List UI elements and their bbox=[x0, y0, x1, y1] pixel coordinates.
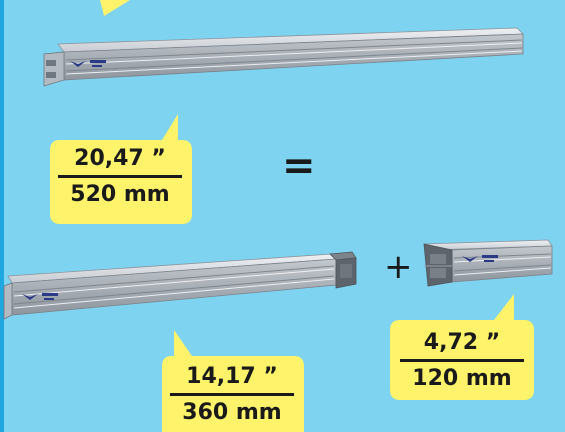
equals-sign: = bbox=[282, 143, 316, 189]
brand-logo-icon bbox=[22, 293, 58, 300]
total-inches: 20,47 ” bbox=[74, 146, 166, 171]
long-piece-mm: 360 mm bbox=[182, 400, 282, 425]
fraction-bar bbox=[58, 175, 182, 178]
callout-bubble bbox=[390, 294, 534, 400]
fraction-bar bbox=[170, 393, 294, 396]
callout-long-piece: 14,17 ” 360 mm bbox=[158, 326, 306, 432]
end-connector-icon bbox=[423, 243, 453, 287]
total-mm: 520 mm bbox=[70, 182, 170, 207]
callout-bubble bbox=[50, 114, 192, 224]
brand-logo-icon bbox=[70, 60, 106, 67]
callout-total-length: 20,47 ” 520 mm bbox=[46, 108, 194, 226]
fraction-bar bbox=[400, 359, 524, 362]
long-piece-inches: 14,17 ” bbox=[186, 364, 278, 389]
short-piece-inches: 4,72 ” bbox=[423, 330, 501, 355]
brand-logo-icon bbox=[462, 255, 498, 262]
callout-short-piece: 4,72 ” 120 mm bbox=[386, 292, 538, 404]
callout-bubble bbox=[162, 330, 304, 432]
plus-sign: + bbox=[384, 247, 413, 287]
profile-120mm bbox=[423, 239, 553, 287]
top-callout-tail bbox=[100, 0, 130, 16]
left-border-strip bbox=[0, 0, 4, 432]
end-connector-icon bbox=[329, 251, 357, 289]
short-piece-mm: 120 mm bbox=[412, 366, 512, 391]
profile-520mm bbox=[43, 27, 524, 87]
profile-360mm bbox=[3, 251, 357, 320]
